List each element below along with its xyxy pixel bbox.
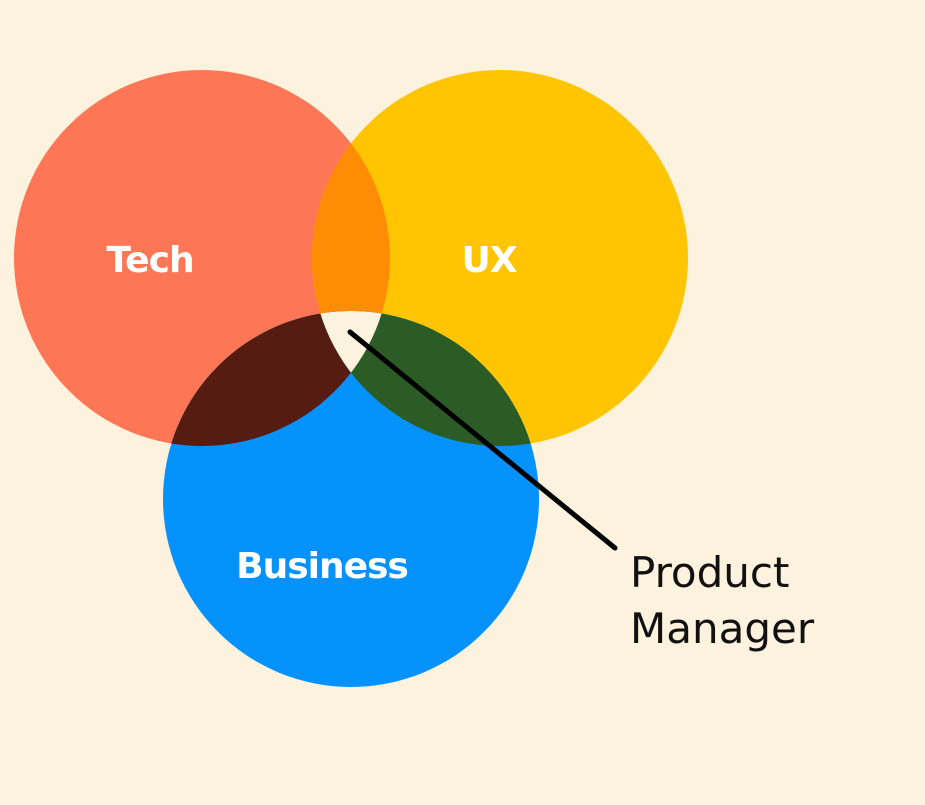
callout-line xyxy=(347,329,618,551)
tech-label: Tech xyxy=(106,240,193,281)
tech-business-overlap xyxy=(163,311,390,446)
callout-label-line2: Manager xyxy=(630,604,815,653)
ux-label: UX xyxy=(462,240,518,281)
callout-label-line1: Product xyxy=(630,548,789,597)
business-label: Business xyxy=(236,546,408,587)
ux-business-overlap xyxy=(312,311,539,446)
